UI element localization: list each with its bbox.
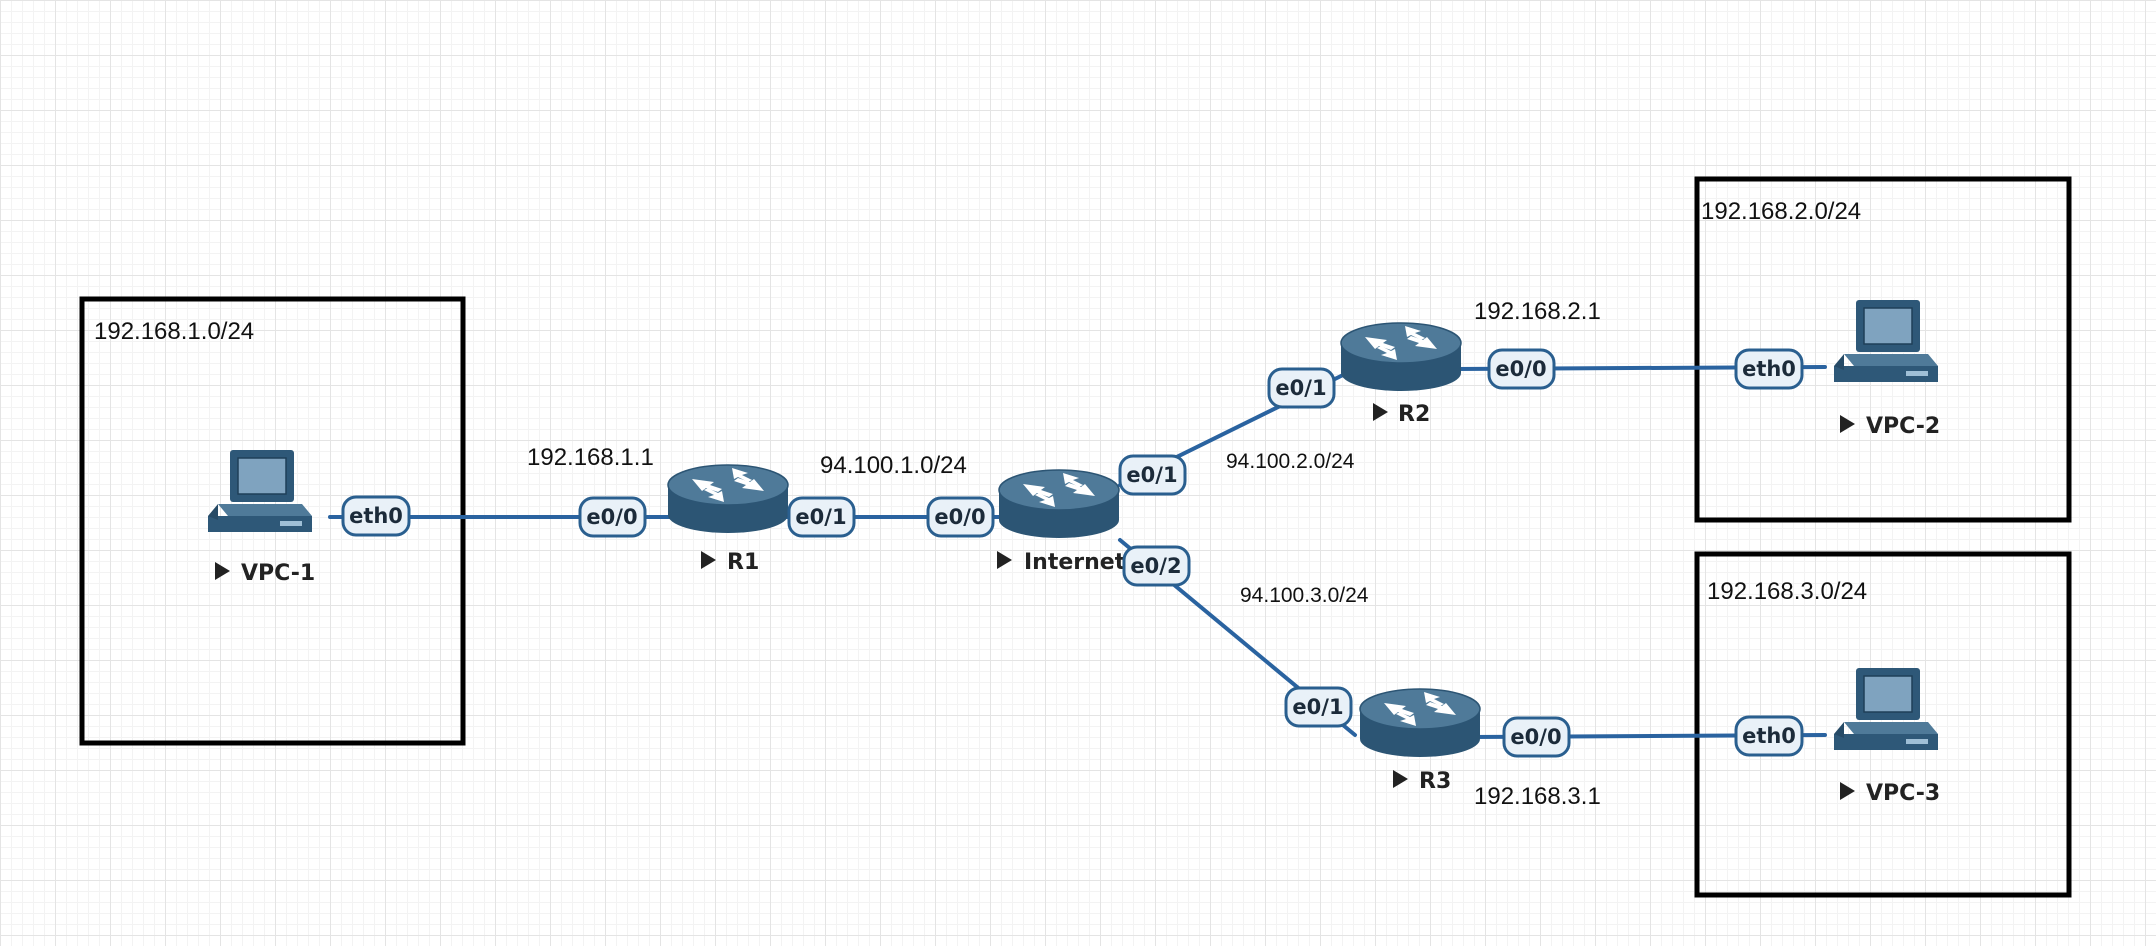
svg-text:e0/0: e0/0	[586, 505, 637, 529]
address-label-r1-wan: 94.100.1.0/24	[820, 452, 967, 479]
svg-text:e0/0: e0/0	[1495, 357, 1546, 381]
router-icon	[1340, 322, 1462, 392]
port-vpc2-eth0[interactable]: eth0	[1734, 348, 1804, 390]
start-triangle-icon[interactable]	[1373, 403, 1388, 421]
port-vpc3-eth0[interactable]: eth0	[1734, 715, 1804, 757]
subnet-label-lan2: 192.168.2.0/24	[1701, 198, 1861, 225]
port-r2-e0-0[interactable]: e0/0	[1487, 348, 1556, 390]
node-label-r2: R2	[1398, 402, 1430, 427]
start-triangle-icon[interactable]	[997, 551, 1012, 569]
port-r1-e0-1[interactable]: e0/1	[787, 496, 856, 538]
node-label-internet: Internet	[1024, 550, 1126, 575]
svg-text:e0/1: e0/1	[1275, 376, 1326, 400]
node-r1[interactable]: R1	[667, 464, 789, 575]
start-triangle-icon[interactable]	[701, 551, 716, 569]
pc-icon	[1833, 667, 1939, 751]
svg-text:e0/0: e0/0	[934, 505, 985, 529]
start-triangle-icon[interactable]	[215, 562, 230, 580]
node-label-vpc1: VPC-1	[241, 561, 315, 586]
subnet-box-lan1	[79, 296, 466, 746]
port-vpc1-eth0[interactable]: eth0	[341, 495, 411, 537]
svg-text:e0/2: e0/2	[1130, 554, 1181, 578]
port-r3-e0-0[interactable]: e0/0	[1502, 716, 1571, 758]
svg-text:eth0: eth0	[1742, 724, 1796, 748]
address-label-r1-lan: 192.168.1.1	[527, 444, 654, 471]
svg-text:e0/1: e0/1	[1126, 463, 1177, 487]
subnet-box-lan3	[1694, 551, 2072, 898]
port-internet-e0-1[interactable]: e0/1	[1118, 454, 1187, 496]
port-r3-e0-1[interactable]: e0/1	[1284, 686, 1353, 728]
node-vpc1[interactable]: VPC-1	[207, 449, 315, 586]
address-label-r2-wan: 94.100.2.0/24	[1226, 450, 1355, 473]
start-triangle-icon[interactable]	[1840, 782, 1855, 800]
start-triangle-icon[interactable]	[1840, 415, 1855, 433]
port-internet-e0-2[interactable]: e0/2	[1122, 545, 1191, 587]
address-label-r3-lan: 192.168.3.1	[1474, 783, 1601, 810]
node-label-vpc3: VPC-3	[1866, 781, 1940, 806]
node-label-vpc2: VPC-2	[1866, 414, 1940, 439]
svg-text:e0/0: e0/0	[1510, 725, 1561, 749]
node-label-r1: R1	[727, 550, 759, 575]
port-r2-e0-1[interactable]: e0/1	[1267, 367, 1336, 409]
svg-text:eth0: eth0	[349, 504, 403, 528]
address-label-r3-wan: 94.100.3.0/24	[1240, 584, 1369, 607]
subnet-label-lan1: 192.168.1.0/24	[94, 318, 254, 345]
svg-text:eth0: eth0	[1742, 357, 1796, 381]
pc-icon	[207, 449, 313, 533]
node-internet[interactable]: Internet	[997, 469, 1126, 575]
svg-text:e0/1: e0/1	[1292, 695, 1343, 719]
node-r3[interactable]: R3	[1359, 688, 1481, 794]
start-triangle-icon[interactable]	[1393, 770, 1408, 788]
address-label-r2-lan: 192.168.2.1	[1474, 298, 1601, 325]
subnet-label-lan3: 192.168.3.0/24	[1707, 578, 1867, 605]
router-icon	[998, 469, 1120, 539]
node-r2[interactable]: R2	[1340, 322, 1462, 427]
node-vpc2[interactable]: VPC-2	[1833, 299, 1940, 439]
pc-icon	[1833, 299, 1939, 383]
subnet-box-lan2	[1694, 176, 2072, 523]
node-label-r3: R3	[1419, 769, 1451, 794]
router-icon	[667, 464, 789, 534]
port-internet-e0-0[interactable]: e0/0	[926, 496, 995, 538]
port-r1-e0-0[interactable]: e0/0	[578, 496, 647, 538]
svg-text:e0/1: e0/1	[795, 505, 846, 529]
router-icon	[1359, 688, 1481, 758]
node-vpc3[interactable]: VPC-3	[1833, 667, 1940, 806]
